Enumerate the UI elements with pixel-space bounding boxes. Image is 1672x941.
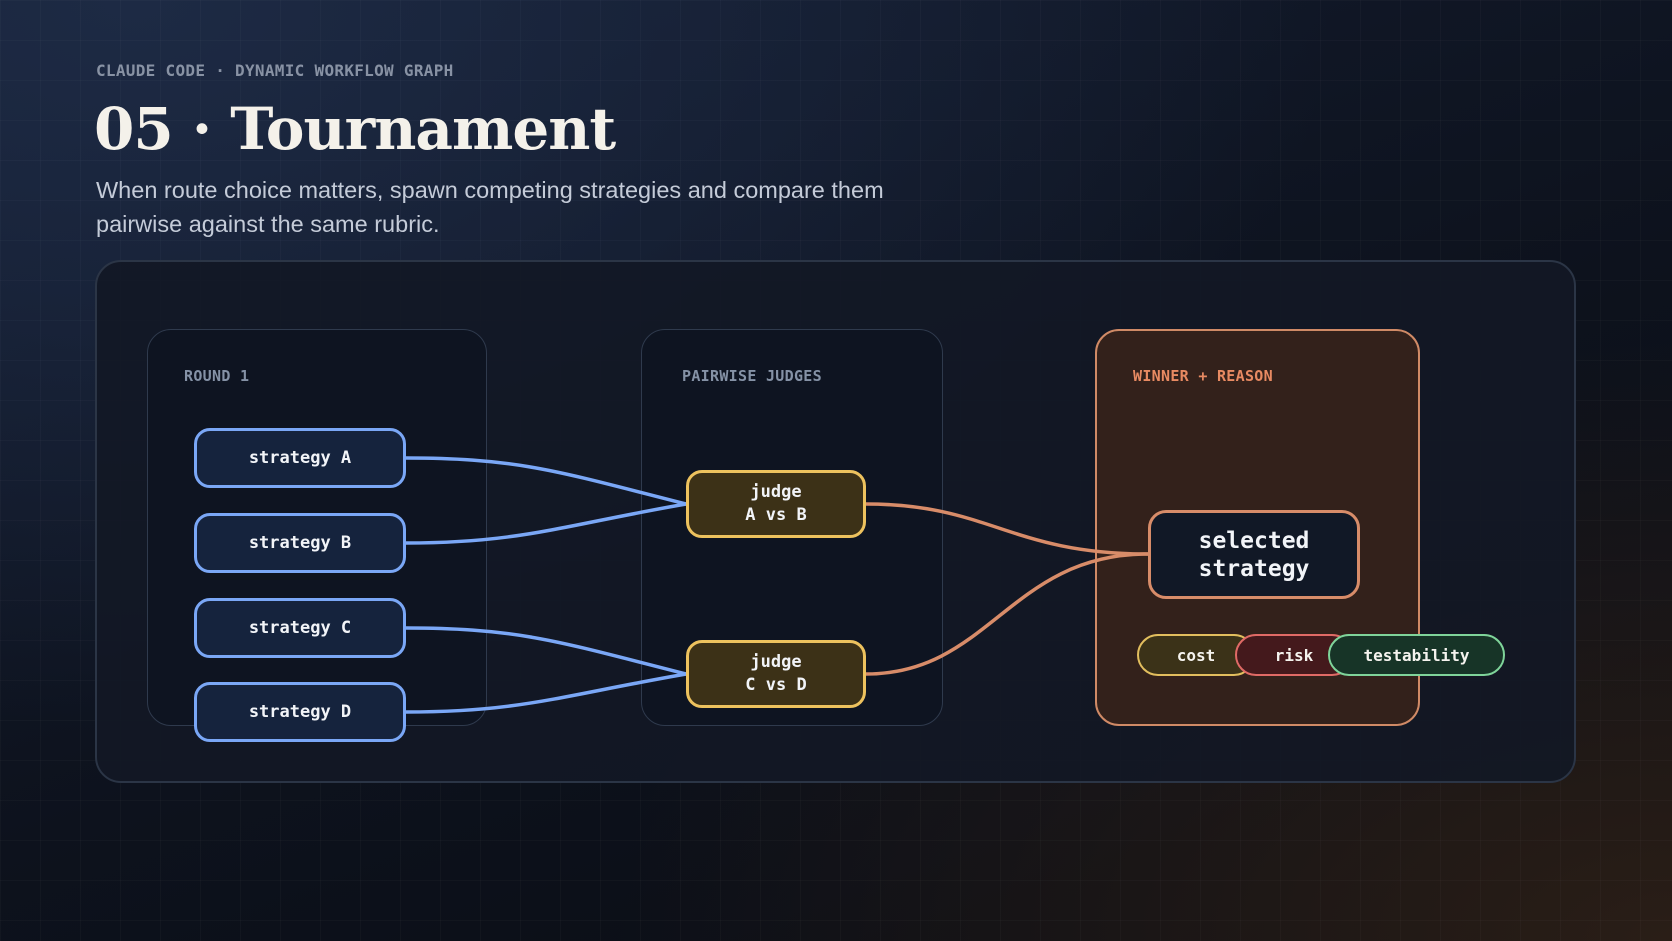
strategy-c-node[interactable]: strategy C xyxy=(194,598,406,658)
edge-strategy-b-to-judge-ab xyxy=(404,502,688,545)
page-title: 05 · Tournament xyxy=(94,95,616,163)
strategy-a-node[interactable]: strategy A xyxy=(194,428,406,488)
strategy-b-node[interactable]: strategy B xyxy=(194,513,406,573)
judge-a-vs-b-node[interactable]: judge A vs B xyxy=(686,470,866,538)
winner-label: WINNER + REASON xyxy=(1133,367,1273,385)
edge-strategy-c-to-judge-cd xyxy=(404,626,688,676)
page-subtitle: When route choice matters, spawn competi… xyxy=(96,177,884,237)
round-1-label: ROUND 1 xyxy=(184,367,250,385)
edge-strategy-d-to-judge-cd xyxy=(404,672,688,714)
edge-judge-cd-to-selected xyxy=(864,552,1150,676)
criterion-testability-chip: testability xyxy=(1328,634,1505,676)
edge-strategy-a-to-judge-ab xyxy=(404,456,688,506)
judge-c-vs-d-node[interactable]: judge C vs D xyxy=(686,640,866,708)
selected-strategy-node[interactable]: selected strategy xyxy=(1148,510,1360,599)
pairwise-judges-label: PAIRWISE JUDGES xyxy=(682,367,822,385)
edge-judge-ab-to-selected xyxy=(864,502,1150,556)
strategy-d-node[interactable]: strategy D xyxy=(194,682,406,742)
kicker: CLAUDE CODE · DYNAMIC WORKFLOW GRAPH xyxy=(96,61,454,80)
